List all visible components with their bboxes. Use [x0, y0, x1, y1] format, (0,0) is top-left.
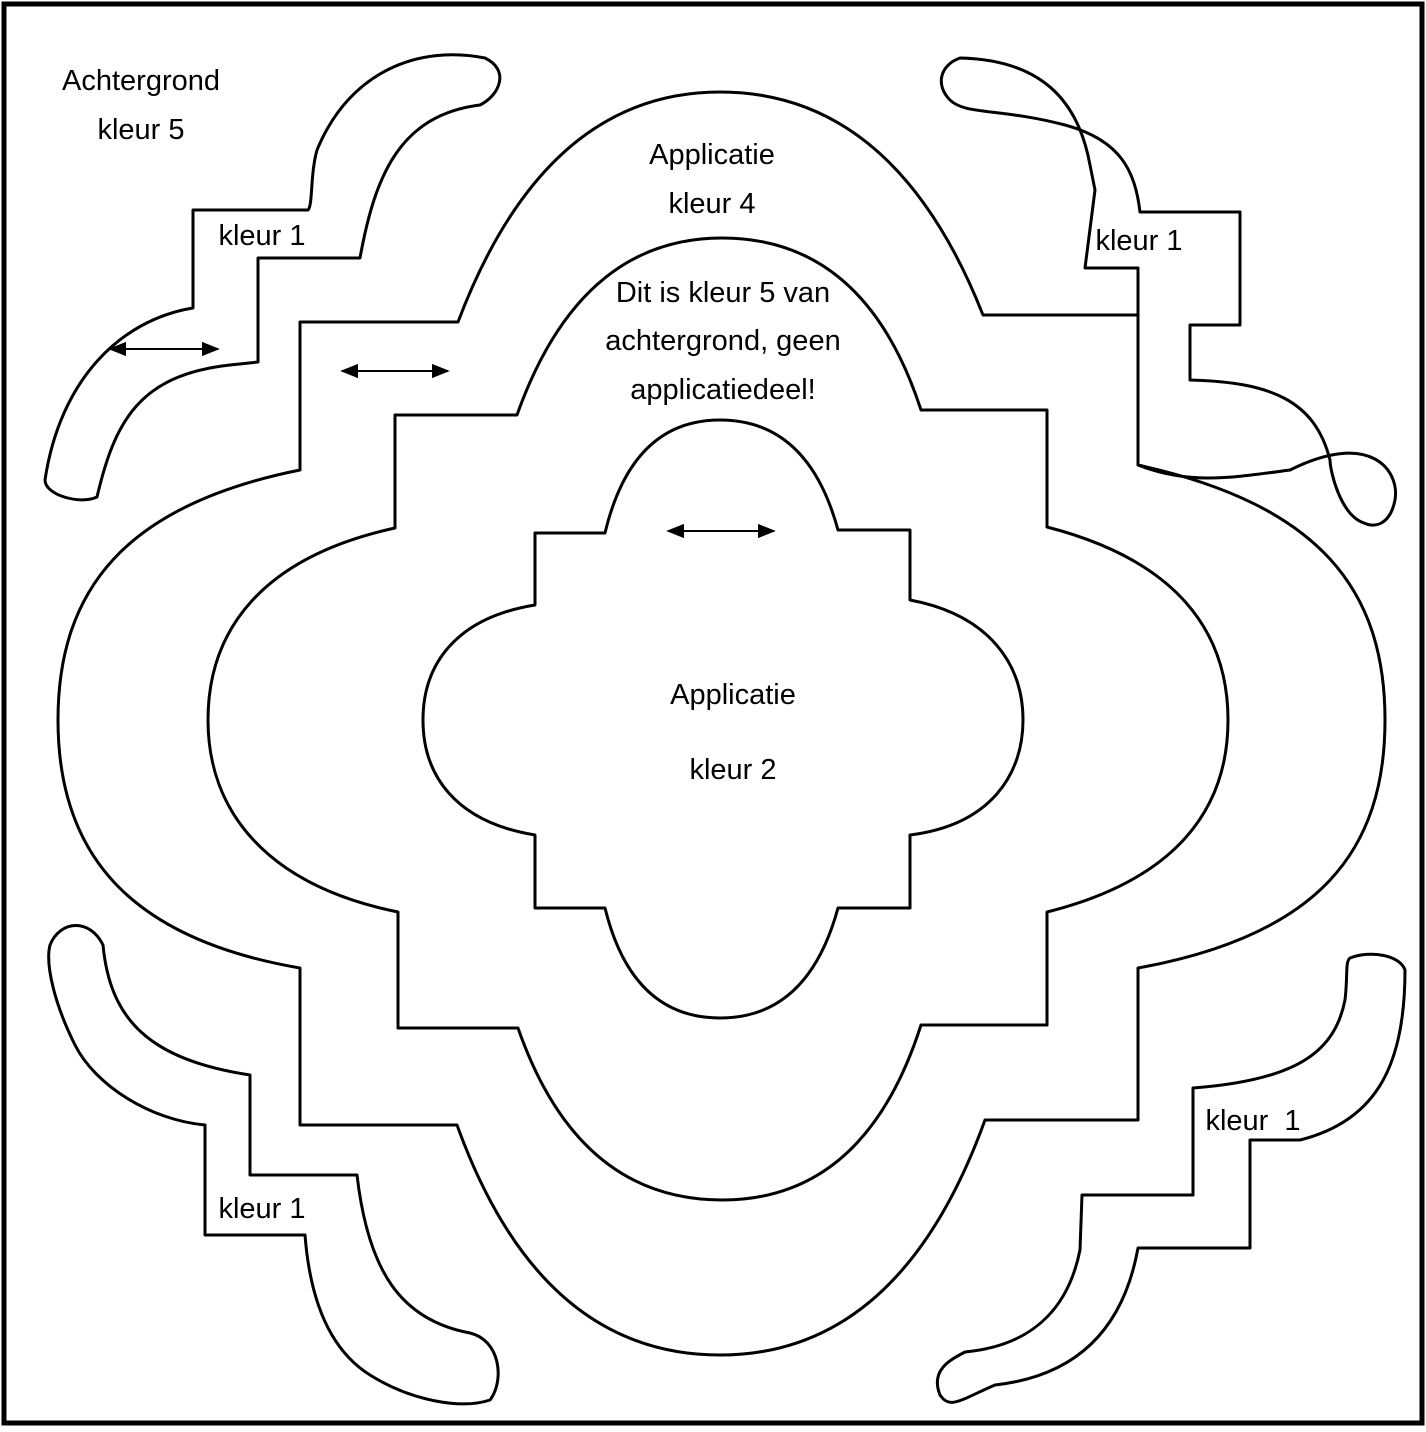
middle-background-shape [206, 236, 1230, 1202]
outer-applique-shape [56, 90, 1387, 1357]
corner-piece-top-right [939, 56, 1398, 527]
label-appl4-line1: Applicatie [649, 139, 775, 171]
label-corner-bottom-left: kleur 1 [218, 1193, 305, 1225]
label-corner-top-left: kleur 1 [218, 220, 305, 252]
label-corner-bottom-right: kleur 1 [1205, 1105, 1300, 1137]
label-inner-bg-line3: applicatiedeel! [630, 374, 815, 406]
label-background-line1: Achtergrond [62, 65, 220, 97]
label-appl2-title: Applicatie [670, 679, 796, 711]
corner-piece-bottom-right [935, 952, 1407, 1404]
label-background-line2: kleur 5 [97, 114, 184, 146]
inner-applique-shape [421, 418, 1025, 1020]
corner-piece-top-left [43, 53, 502, 502]
label-inner-bg-line2: achtergrond, geen [605, 325, 840, 357]
label-corner-top-right: kleur 1 [1095, 225, 1182, 257]
label-appl2-colour: kleur 2 [689, 754, 776, 786]
label-inner-bg-line1: Dit is kleur 5 van [616, 277, 830, 309]
corner-piece-bottom-left [47, 924, 500, 1406]
label-appl4-line2: kleur 4 [668, 188, 755, 220]
